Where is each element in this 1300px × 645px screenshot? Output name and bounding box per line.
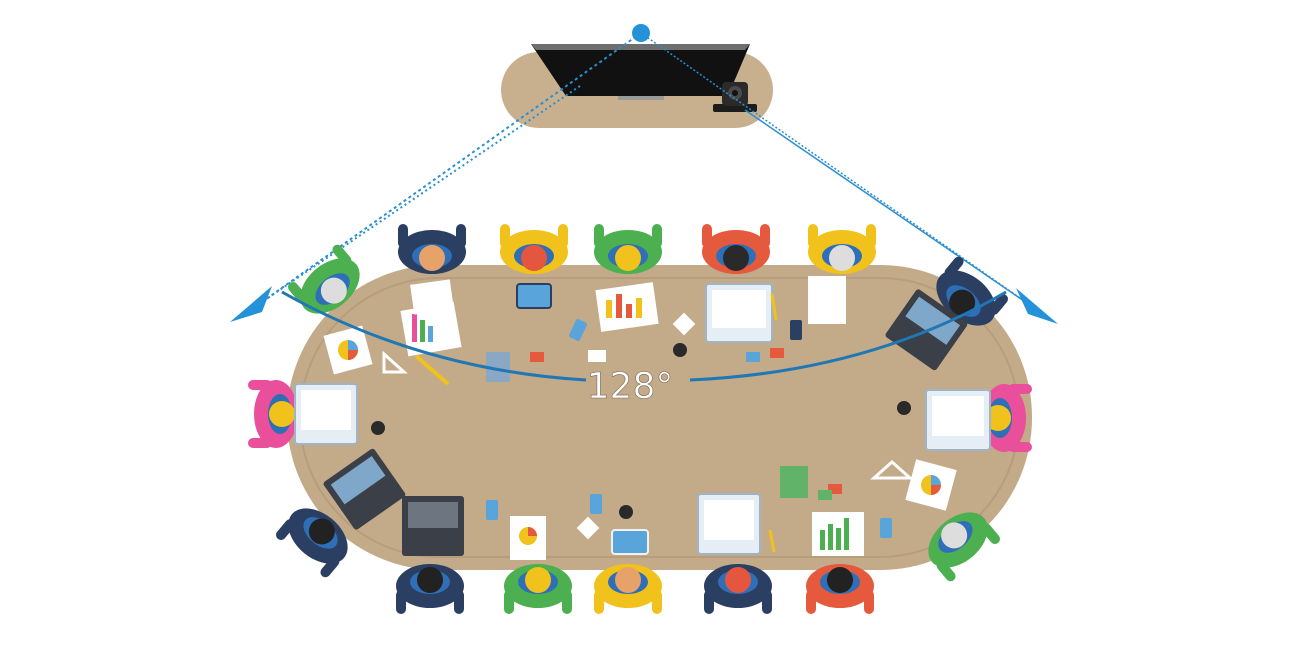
participant-head (829, 245, 855, 271)
table-surface (287, 265, 1032, 570)
participant (806, 564, 874, 614)
participant-head (615, 245, 641, 271)
fov-line-right-outer (744, 109, 1041, 313)
participant-head (985, 405, 1011, 431)
participant (276, 508, 348, 578)
tablet-icon (516, 283, 552, 309)
participant (504, 564, 572, 614)
sticky-note (828, 484, 842, 494)
sticky-note (530, 352, 544, 362)
field-of-view-lines (261, 32, 1041, 313)
participant-head (417, 567, 443, 593)
coffee-cup-icon (371, 421, 385, 435)
participant-head (521, 245, 547, 271)
participant-head (269, 401, 295, 427)
laptop-icon (705, 283, 773, 343)
participant-head (725, 567, 751, 593)
laptop-dark-icon (402, 496, 464, 556)
participant (982, 384, 1032, 452)
laptop-icon (697, 493, 761, 555)
phone-icon (590, 494, 602, 514)
notebook-icon (780, 466, 808, 498)
participant (594, 224, 662, 274)
coffee-cup-icon (673, 343, 687, 357)
participant (704, 564, 772, 614)
sticky-note (576, 516, 600, 540)
coffee-cup-icon (897, 401, 911, 415)
participant-head (525, 567, 551, 593)
laptop-icon (925, 389, 991, 451)
arrow-right-icon (1016, 288, 1058, 324)
set-square-icon (870, 459, 914, 480)
participant (398, 224, 466, 274)
participant-head (827, 567, 853, 593)
arc-left-segment (281, 290, 587, 382)
envelope-icon (588, 350, 606, 362)
participant (396, 564, 464, 614)
participant (808, 224, 876, 274)
participant (288, 244, 360, 314)
participant (702, 224, 770, 274)
display-monitor-icon (531, 44, 750, 100)
participant-head (723, 245, 749, 271)
participant-head (941, 522, 968, 549)
paper-sheet (808, 276, 846, 324)
pie-chart-paper-icon (323, 325, 373, 375)
pencil-icon (768, 529, 776, 553)
participant-head (615, 567, 641, 593)
set-square-icon (382, 350, 408, 374)
phone-icon (880, 518, 892, 538)
participant-head (419, 245, 445, 271)
laptop-icon (294, 383, 358, 445)
coffee-cup-icon (619, 505, 633, 519)
participant-head (949, 289, 976, 316)
sticky-note (672, 312, 696, 336)
pencil-icon (414, 354, 450, 386)
pie-chart-paper-icon (510, 516, 546, 560)
pie-chart-paper-icon (905, 459, 957, 511)
phone-icon (568, 319, 588, 341)
fov-line-left-outer (261, 85, 581, 303)
participant (248, 380, 298, 448)
arc-right-segment (689, 290, 1007, 382)
document-chart-icon (812, 512, 864, 556)
participants (248, 224, 1032, 614)
table-items (294, 276, 991, 560)
sticky-note (770, 348, 784, 358)
document-chart-icon (400, 301, 462, 357)
laptop-dark-icon (323, 448, 406, 530)
participant-head (308, 518, 335, 545)
fov-line-right (640, 32, 1041, 313)
participant (928, 512, 1000, 582)
fov-angle-arc (281, 290, 1007, 382)
arrow-left-icon (230, 286, 272, 322)
participant (594, 564, 662, 614)
sticky-note (746, 352, 760, 362)
paper-sheet (410, 279, 454, 315)
angle-label: 128° (587, 366, 674, 407)
document-chart-icon (595, 282, 659, 332)
pencil-icon (770, 293, 778, 321)
participant-head (320, 277, 347, 304)
phone-icon (790, 320, 802, 340)
participant (500, 224, 568, 274)
sticky-note (818, 490, 832, 500)
tablet-icon (611, 529, 649, 555)
ptz-camera-icon (713, 82, 757, 112)
phone-icon (486, 500, 498, 520)
